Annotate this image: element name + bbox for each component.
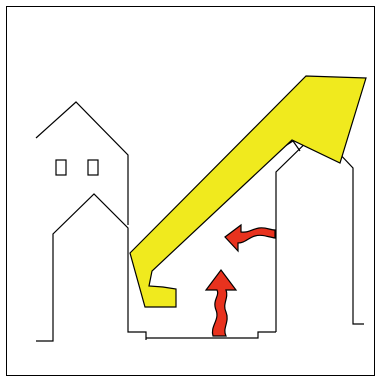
- window: [55, 159, 67, 176]
- sunlight-arrow: [129, 75, 367, 308]
- window: [87, 159, 99, 176]
- left-building-lower: [36, 193, 147, 342]
- left-building: [35, 101, 129, 225]
- right-building: [275, 130, 364, 332]
- heat-arrow: [204, 269, 238, 337]
- heat-arrow: [224, 223, 276, 253]
- figure-border: [6, 6, 375, 376]
- street-ground: [146, 331, 276, 339]
